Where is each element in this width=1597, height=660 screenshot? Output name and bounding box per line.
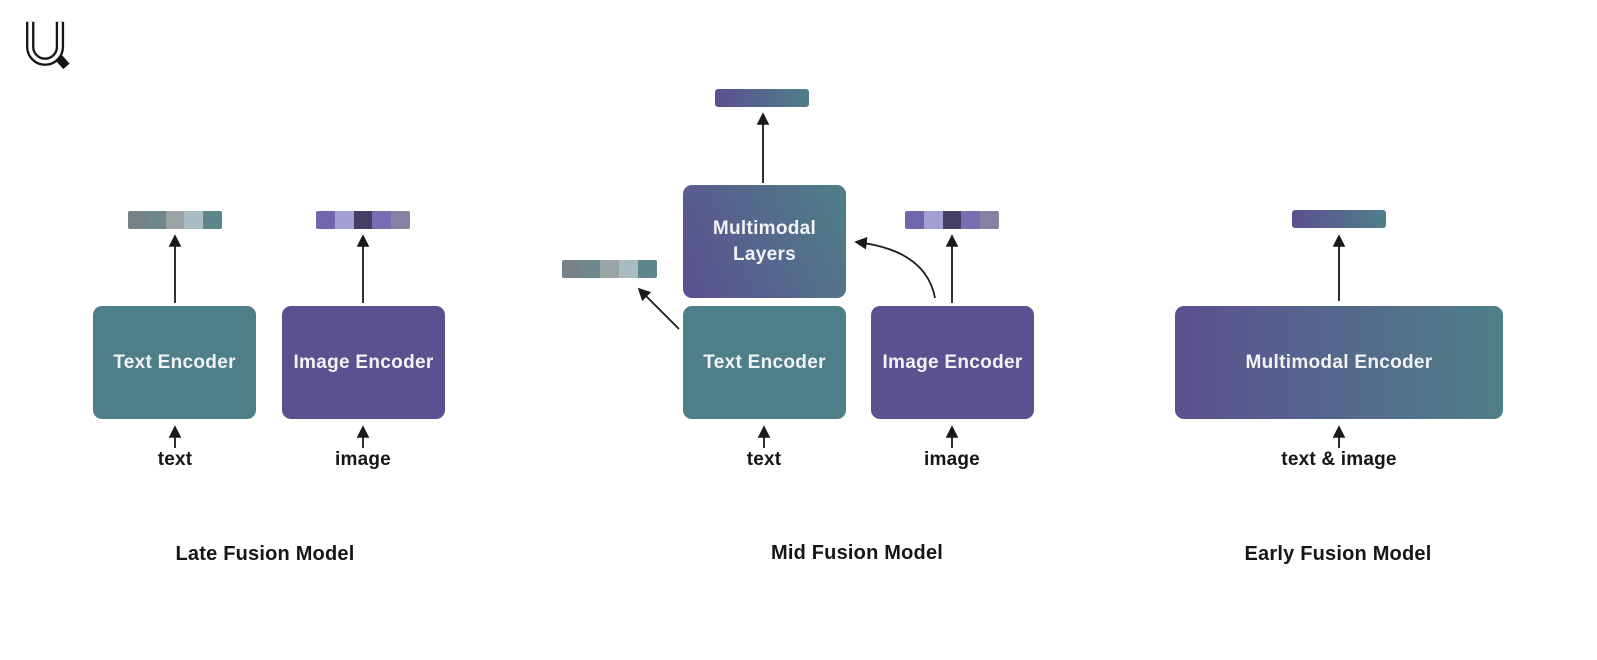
late-image-input-label: image <box>335 449 391 470</box>
late-image-embedding-bar <box>316 211 410 229</box>
early-multimodal-encoder-box: Multimodal Encoder <box>1175 306 1503 419</box>
early-fusion-caption: Early Fusion Model <box>1244 543 1432 565</box>
embedding-segment <box>316 211 335 229</box>
mid-image-embedding-bar <box>905 211 999 229</box>
embedding-segment <box>128 211 147 229</box>
mid-fused-output-bar <box>715 89 809 107</box>
mid-text-input-label: text <box>746 449 782 470</box>
embedding-segment <box>372 211 392 229</box>
arrow-mid-text-encoder-to-embedding <box>637 287 680 330</box>
embedding-segment <box>905 211 924 229</box>
mid-text-encoder-box: Text Encoder <box>683 306 846 419</box>
mid-image-encoder-box: Image Encoder <box>871 306 1034 419</box>
mid-image-input-label: image <box>924 449 980 470</box>
late-text-input-label: text <box>157 449 193 470</box>
u-logo-icon <box>26 21 70 70</box>
mid-text-embedding-bar <box>562 260 657 278</box>
late-image-encoder-box: Image Encoder <box>282 306 445 419</box>
mid-fusion-caption: Mid Fusion Model <box>770 542 944 564</box>
late-text-embedding-bar <box>128 211 222 229</box>
mid-multimodal-layers-box: Multimodal Layers <box>683 185 846 298</box>
embedding-segment <box>184 211 204 229</box>
embedding-segment <box>391 211 410 229</box>
embedding-segment <box>146 211 166 229</box>
embedding-segment <box>562 260 581 278</box>
embedding-segment <box>600 260 619 278</box>
arrow-mid-image-encoder-to-layers-curved <box>854 236 936 299</box>
embedding-segment <box>334 211 354 229</box>
late-fusion-caption: Late Fusion Model <box>175 543 355 565</box>
embedding-segment <box>923 211 943 229</box>
early-input-label: text & image <box>1281 449 1397 470</box>
late-text-encoder-box: Text Encoder <box>93 306 256 419</box>
embedding-segment <box>581 260 600 278</box>
embedding-segment <box>638 260 657 278</box>
embedding-segment <box>203 211 222 229</box>
early-fused-output-bar <box>1292 210 1386 228</box>
embedding-segment <box>980 211 999 229</box>
embedding-segment <box>619 260 638 278</box>
embedding-segment <box>353 211 373 229</box>
embedding-segment <box>961 211 981 229</box>
embedding-segment <box>942 211 962 229</box>
embedding-segment <box>165 211 185 229</box>
